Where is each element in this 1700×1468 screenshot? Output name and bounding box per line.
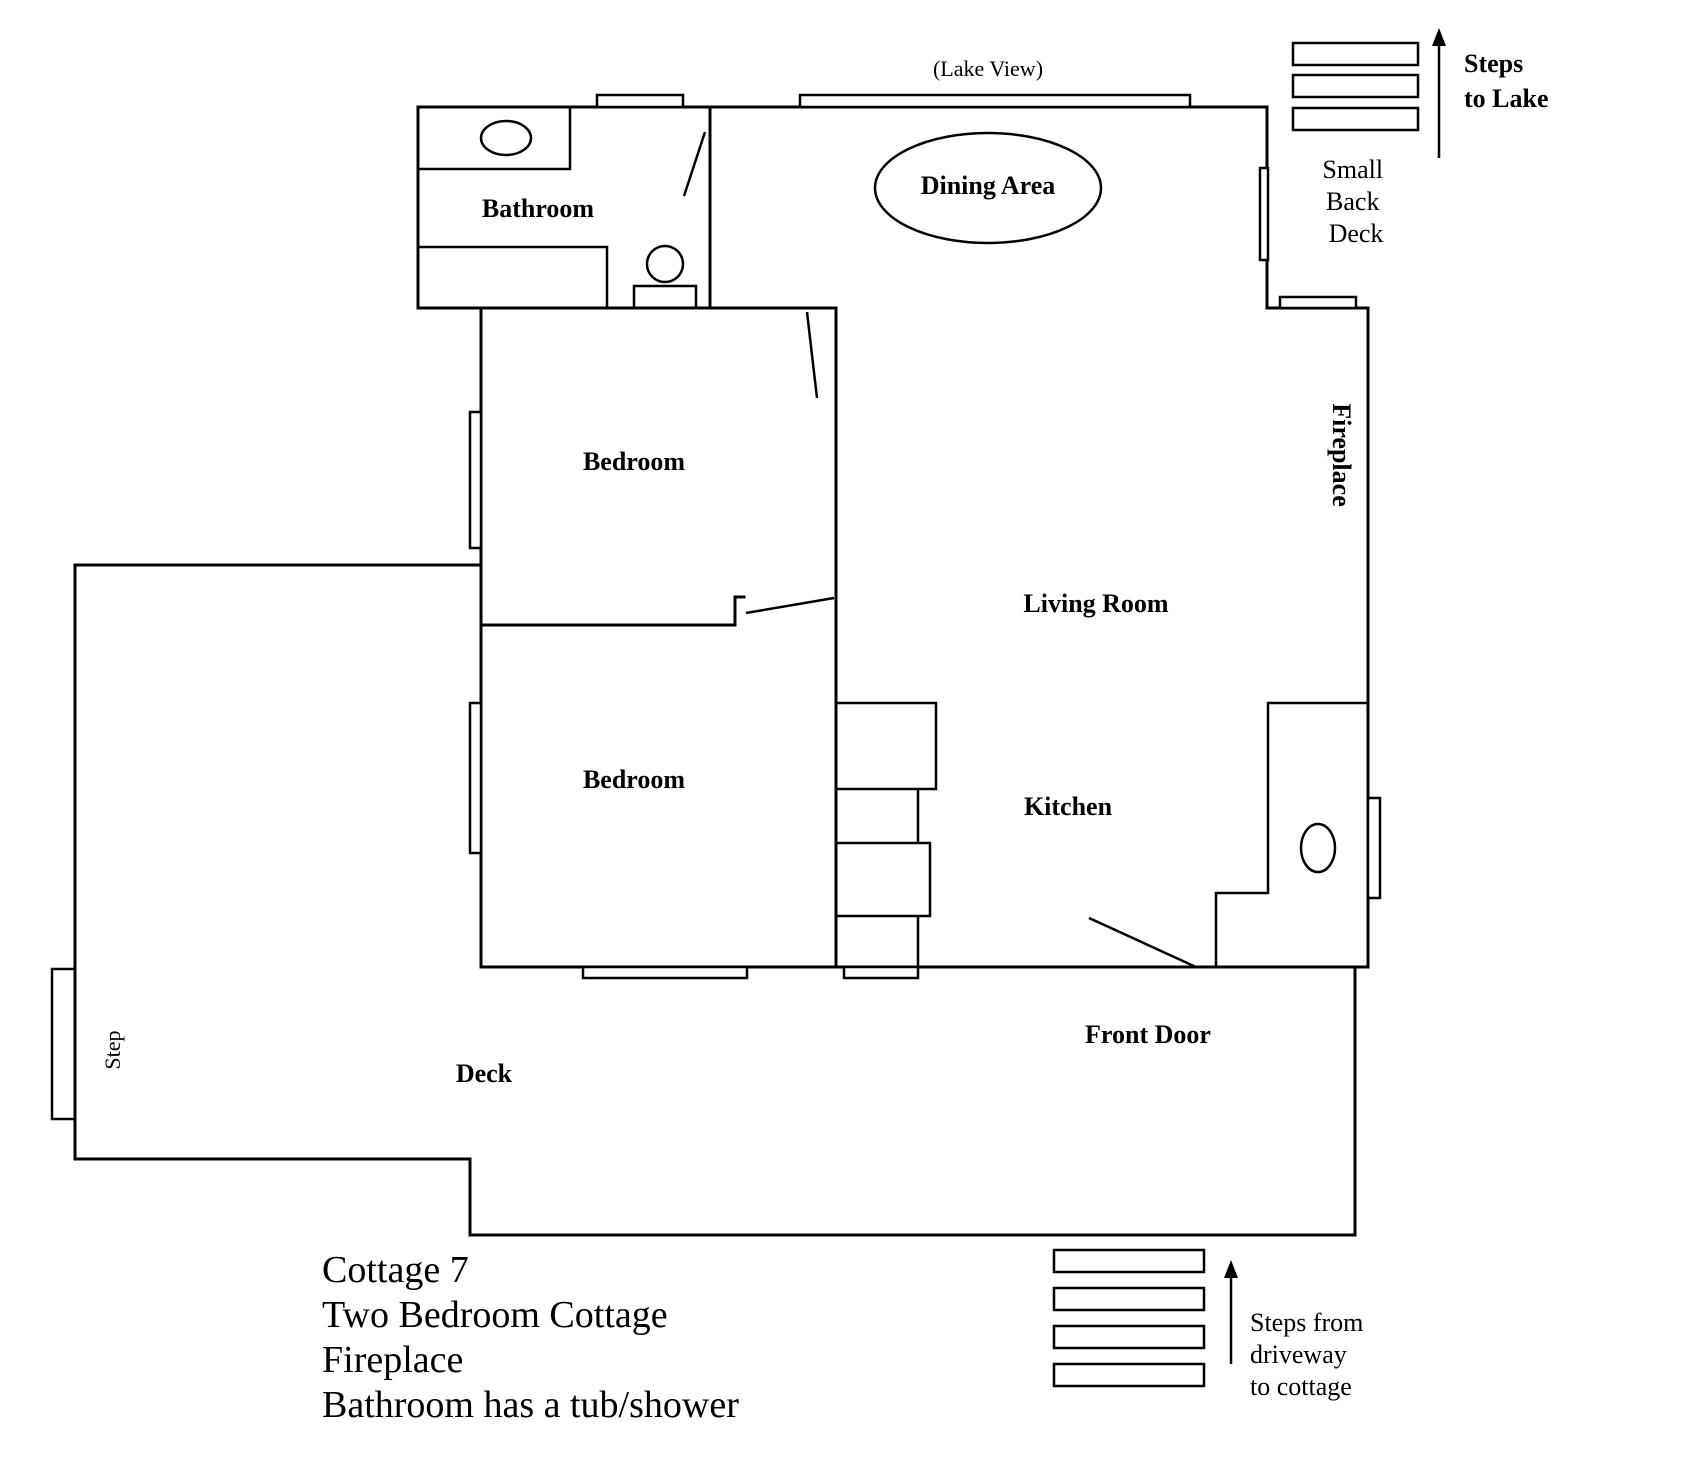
door-bedroom-1: [805, 311, 819, 399]
stove: [836, 841, 932, 918]
door-bedroom-2: [745, 596, 835, 615]
window: [1278, 295, 1358, 310]
label-front-door: Front Door: [1085, 1020, 1211, 1049]
label-kitchen: Kitchen: [1024, 792, 1113, 821]
window: [1366, 796, 1382, 900]
caption-line: Bathroom has a tub/shower: [322, 1384, 739, 1426]
arrow-head-icon: [1432, 28, 1446, 46]
window-lake-view: [798, 93, 1192, 109]
label-dining-area: Dining Area: [921, 171, 1056, 200]
window: [468, 701, 483, 855]
window: [581, 965, 749, 980]
kitchen-fixtures: [836, 701, 1368, 967]
window: [842, 965, 920, 980]
kitchen-alcove: [1214, 701, 1368, 967]
label-bathroom: Bathroom: [482, 194, 595, 223]
toilet-tank: [632, 284, 698, 310]
kitchen-sink-icon: [1299, 822, 1337, 874]
vanity-counter: [418, 107, 572, 171]
steps-to-lake: [1291, 28, 1446, 158]
toilet-bowl-icon: [645, 244, 685, 284]
bathtub: [418, 245, 609, 308]
sink-icon: [479, 119, 533, 157]
arrow-head-icon: [1224, 1260, 1238, 1278]
label-deck: Deck: [456, 1059, 513, 1088]
label-small-back-deck: Small Back Deck: [1322, 155, 1389, 248]
counter: [836, 701, 938, 791]
dining-table: [873, 131, 1103, 245]
label-steps-from-driveway: Steps from driveway to cottage: [1250, 1308, 1370, 1401]
window: [50, 967, 77, 1121]
cottage-caption: Cottage 7 Two Bedroom Cottage Fireplace …: [322, 1248, 739, 1428]
label-fireplace: Fireplace: [1327, 403, 1356, 506]
label-step: Step: [100, 1030, 125, 1069]
caption-title: Cottage 7: [322, 1249, 469, 1291]
label-bedroom: Bedroom: [583, 447, 685, 476]
doors: [682, 131, 1197, 969]
house-walls: [416, 105, 1370, 969]
deck-outline: [73, 563, 1357, 1237]
bathroom-fixtures: [418, 107, 698, 310]
label-living-room: Living Room: [1023, 589, 1169, 618]
steps-from-driveway: [1052, 1248, 1238, 1388]
label-bedroom: Bedroom: [583, 765, 685, 794]
window: [1258, 166, 1270, 262]
door-bathroom: [682, 131, 707, 197]
label-steps-to-lake: Steps to Lake: [1464, 49, 1549, 113]
caption-line: Two Bedroom Cottage: [322, 1294, 668, 1336]
label-lake-view: (Lake View): [933, 56, 1043, 81]
caption-line: Fireplace: [322, 1339, 464, 1381]
door-front: [1088, 916, 1197, 969]
window: [468, 410, 483, 550]
windows: [50, 93, 1382, 1121]
window: [595, 93, 685, 109]
